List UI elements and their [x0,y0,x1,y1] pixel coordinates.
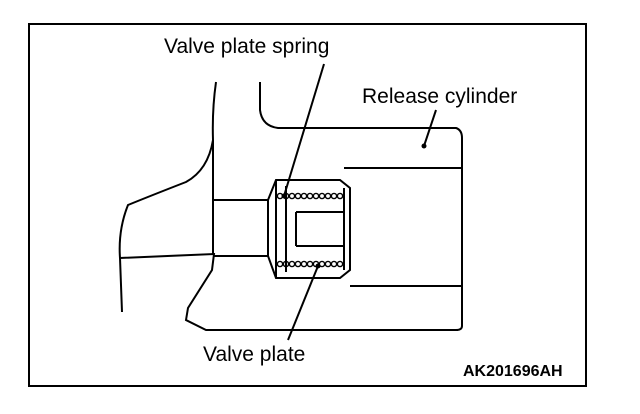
spring-coil [330,192,338,200]
spring-coil [288,260,296,268]
spring-coils-top [276,192,344,200]
leader-valve-plate [287,265,319,341]
label-valve-plate-spring: Valve plate spring [164,35,330,58]
leader-valve-plate-spring [283,63,325,197]
spring-coil [288,192,296,200]
spring-coil [330,260,338,268]
figure-code: AK201696AH [463,363,563,380]
spring-coil [300,260,308,268]
spring-coils-bottom [276,260,344,268]
spring-coil [282,260,290,268]
housing-base [119,252,458,331]
valve-assembly-outline [267,179,351,279]
spring-coil [324,260,332,268]
spring-coil [306,192,314,200]
leader-dot-cylinder [421,143,427,149]
leader-release-cylinder [423,109,437,147]
spring-coil [324,192,332,200]
leader-dot-spring [281,193,287,199]
spring-coil [276,260,284,268]
spring-coil [318,192,326,200]
label-valve-plate: Valve plate [203,343,306,366]
spring-coil [306,260,314,268]
spring-coil [294,192,302,200]
spring-coil [312,192,320,200]
leader-dot-plate [315,263,321,269]
housing-outline [118,81,217,313]
spring-coil [336,192,344,200]
release-cylinder-body [259,82,463,331]
label-release-cylinder: Release cylinder [362,85,518,108]
spring-coil [294,260,302,268]
spring-coil [300,192,308,200]
spring-coil [336,260,344,268]
figure-frame [28,23,587,387]
